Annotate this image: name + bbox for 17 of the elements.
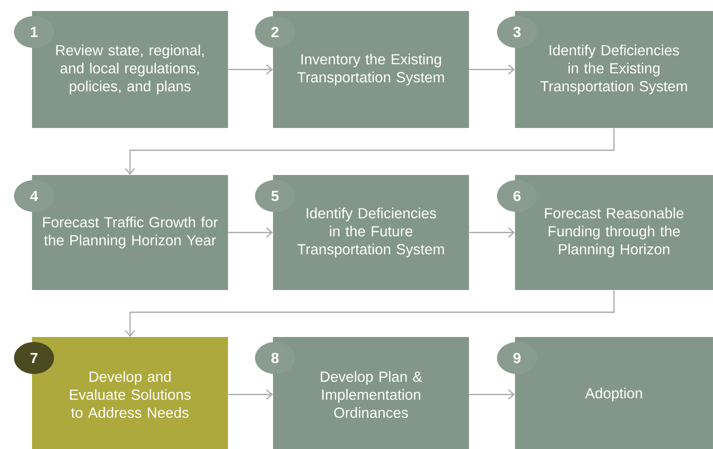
- number-badge: 3: [497, 16, 537, 48]
- arrow: [124, 128, 615, 175]
- arrow: [124, 290, 615, 337]
- arrow: [228, 227, 273, 238]
- arrow: [469, 227, 515, 238]
- arrow: [228, 389, 273, 400]
- arrow: [469, 64, 515, 75]
- arrow: [228, 64, 273, 75]
- number-badge: 7: [14, 342, 54, 374]
- number-badge: 5: [255, 180, 295, 212]
- number-badge: 4: [14, 180, 54, 212]
- arrow: [469, 389, 515, 400]
- number-badge: 8: [255, 342, 295, 374]
- number-badge: 9: [497, 342, 537, 374]
- number-badge: 1: [14, 16, 54, 48]
- number-badge: 2: [255, 16, 295, 48]
- number-badge: 6: [497, 180, 537, 212]
